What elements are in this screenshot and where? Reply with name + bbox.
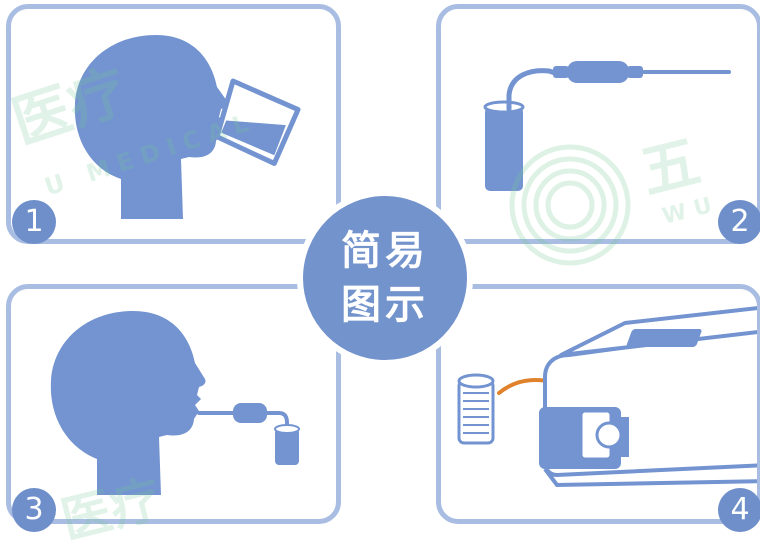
step-1-number: 1: [12, 200, 56, 244]
step-3-panel: [6, 284, 341, 524]
drink-water-icon: [74, 35, 301, 219]
step-4-panel: [436, 284, 760, 524]
simple-diagram: 医疗 U MEDICAL 五 WU 医疗 1 2 3 4 简易 图示: [4, 4, 760, 550]
step-1-panel: [6, 4, 341, 244]
center-title-line-2: 图示: [341, 282, 429, 328]
step-2-number: 2: [718, 200, 760, 244]
center-title-circle: 简易 图示: [297, 190, 473, 366]
exhale-into-tube-icon: [50, 311, 300, 495]
insert-into-analyzer-icon: [457, 306, 757, 488]
step-4-number: 4: [718, 488, 760, 532]
step-3-number: 3: [12, 488, 56, 532]
center-title-line-1: 简易: [341, 228, 429, 274]
step-2-panel: [436, 4, 760, 244]
sample-tube-icon: [483, 61, 731, 191]
